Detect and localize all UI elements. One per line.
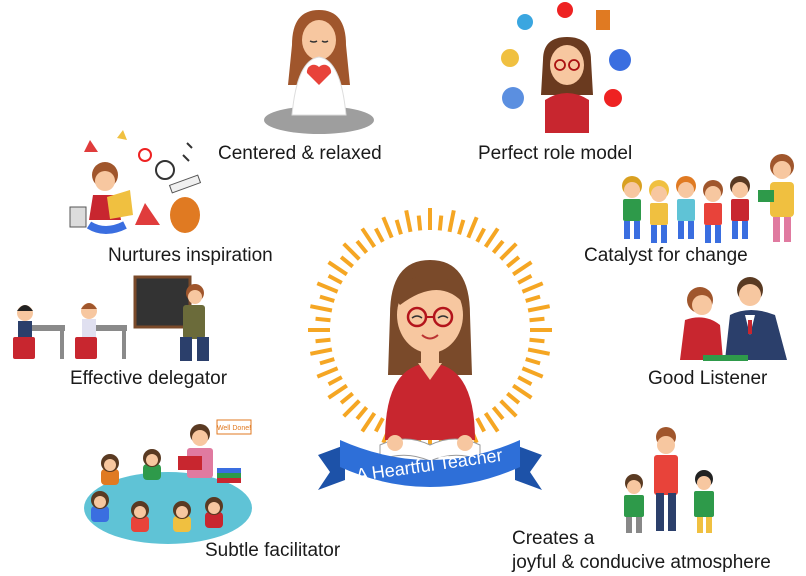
trait-centered-relaxed: Centered & relaxed [218, 143, 382, 164]
boy-reading-doodles-illustration [65, 125, 215, 240]
reading-circle-illustration: Well Done! [82, 418, 254, 546]
listening-adult-child-illustration [675, 275, 800, 365]
well-done-sign: Well Done! [217, 425, 251, 432]
trait-catalyst-for-change: Catalyst for change [584, 245, 748, 266]
trait-atmosphere-line2: joyful & conducive atmosphere [512, 552, 771, 573]
meditating-woman-illustration [262, 5, 377, 135]
trait-subtle-facilitator: Subtle facilitator [205, 540, 341, 561]
role-model-teacher-illustration [495, 0, 645, 135]
trait-effective-delegator: Effective delegator [70, 368, 228, 389]
classroom-blackboard-illustration [5, 275, 215, 365]
teacher-with-children-illustration [618, 425, 728, 535]
trait-good-listener: Good Listener [648, 368, 768, 389]
trait-perfect-role-model: Perfect role model [478, 143, 633, 164]
kids-group-illustration [620, 150, 805, 245]
trait-atmosphere-line1: Creates a [512, 528, 595, 549]
heartful-teacher-illustration: A Heartful Teacher [300, 205, 560, 495]
trait-nurtures-inspiration: Nurtures inspiration [108, 245, 273, 266]
